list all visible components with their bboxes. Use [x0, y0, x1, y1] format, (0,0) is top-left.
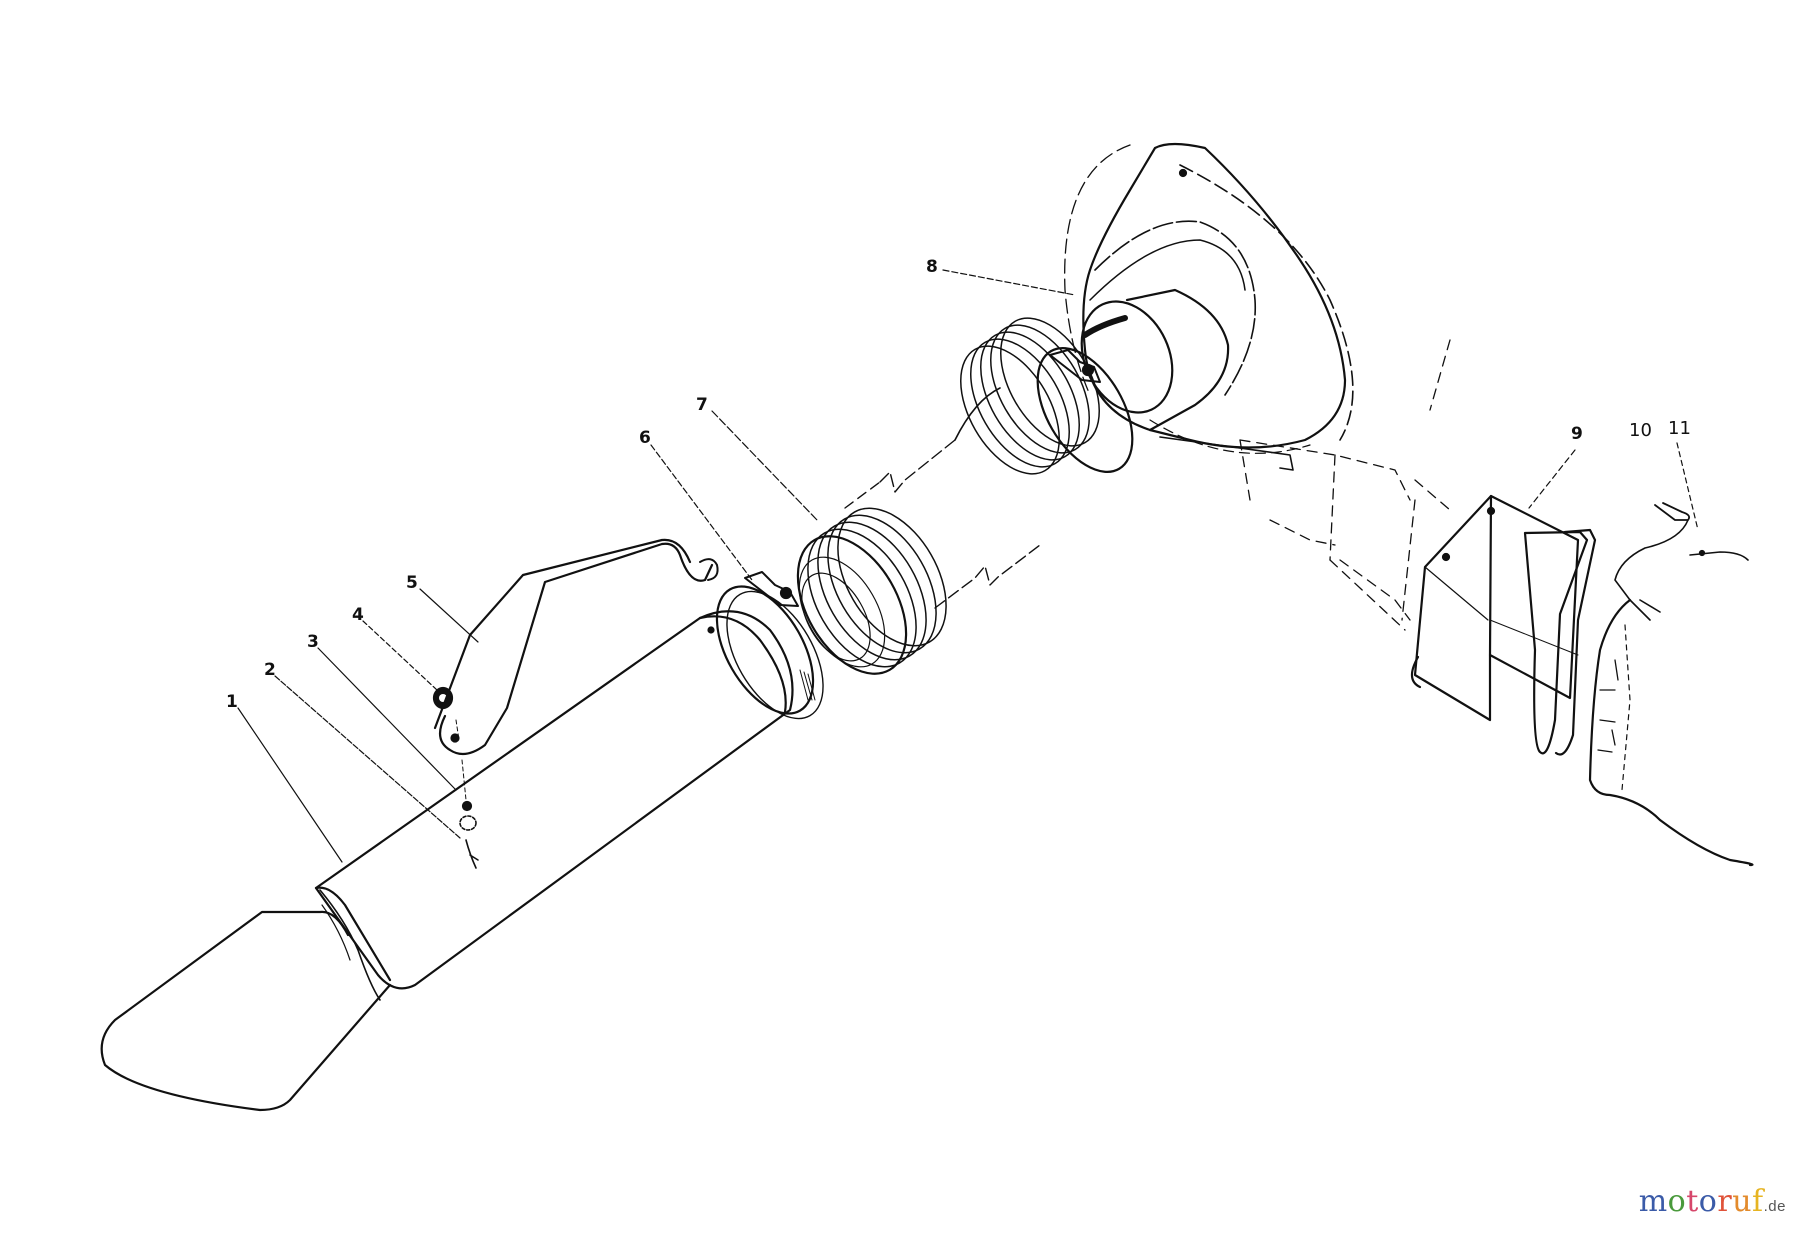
deflector-box-drawing	[1410, 494, 1597, 756]
watermark-suffix: .de	[1763, 1198, 1786, 1215]
watermark-letter: u	[1732, 1184, 1753, 1219]
callout-2: 2	[264, 660, 276, 680]
watermark-letter: r	[1717, 1184, 1733, 1219]
discharge-tube-drawing	[100, 610, 794, 1112]
dashed-frame-drawing	[1239, 339, 1451, 631]
callout-8: 8	[926, 257, 938, 277]
callout-3: 3	[307, 632, 319, 652]
hose-clamp-lower-drawing	[715, 571, 824, 720]
flexible-hose-drawing	[796, 317, 1100, 675]
watermark-letter: m	[1638, 1184, 1668, 1219]
callout-6: 6	[639, 428, 651, 448]
support-bracket-drawing	[433, 538, 719, 756]
watermark-letter: f	[1752, 1184, 1764, 1219]
watermark-letter: t	[1686, 1184, 1699, 1219]
callout-4: 4	[352, 605, 364, 625]
leader-lines	[237, 269, 1699, 863]
blower-housing-drawing	[1064, 142, 1354, 471]
callout-5: 5	[406, 573, 418, 593]
watermark-letter: o	[1698, 1184, 1718, 1219]
watermark-logo: motoruf.de	[1639, 1184, 1786, 1219]
clip-and-deck-drawing	[1588, 502, 1754, 867]
callout-11: 11	[1668, 418, 1691, 439]
callout-1: 1	[226, 692, 238, 712]
callout-10: 10	[1629, 420, 1652, 441]
callout-7: 7	[696, 395, 708, 415]
watermark-letter: o	[1667, 1184, 1687, 1219]
callout-9: 9	[1571, 424, 1583, 444]
